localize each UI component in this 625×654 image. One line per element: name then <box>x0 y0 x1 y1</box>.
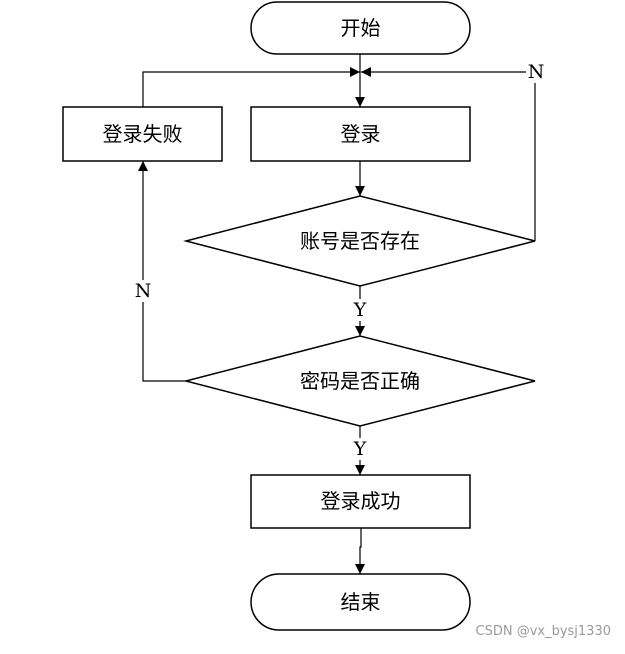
end-label: 结束 <box>341 590 381 614</box>
edge-label-password-no: N <box>135 280 152 302</box>
password-correct-decision: 密码是否正确 <box>183 335 536 427</box>
login-success-label: 登录成功 <box>321 489 401 513</box>
login-failed-node: 登录失败 <box>62 106 223 162</box>
login-success-node: 登录成功 <box>250 474 471 529</box>
login-failed-label: 登录失败 <box>103 122 183 146</box>
edge-password-no-to-failed <box>138 161 186 382</box>
account-exists-decision: 账号是否存在 <box>183 195 536 287</box>
end-node: 结束 <box>250 573 471 631</box>
edge-label-password-yes: Y <box>353 438 367 460</box>
login-node: 登录 <box>250 106 471 162</box>
watermark-text: CSDN @vx_bysj1330 <box>475 624 612 639</box>
edge-success-to-end <box>355 528 365 574</box>
edge-label-account-no: N <box>528 61 545 83</box>
start-node: 开始 <box>250 1 471 55</box>
login-label: 登录 <box>341 122 381 146</box>
edge-failed-to-login <box>142 67 360 107</box>
start-label: 开始 <box>341 16 381 40</box>
account-exists-label: 账号是否存在 <box>300 229 420 253</box>
edge-label-account-yes: Y <box>353 299 367 321</box>
password-correct-label: 密码是否正确 <box>300 369 420 393</box>
